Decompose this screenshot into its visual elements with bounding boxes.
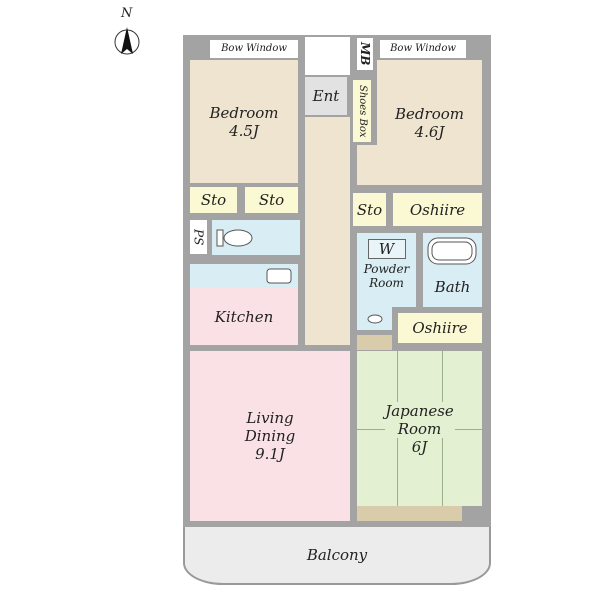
hallway (305, 117, 350, 345)
storage-1: Sto (190, 187, 237, 213)
powder-room-label: Powder Room (363, 262, 410, 291)
bow-window-left: Bow Window (210, 40, 298, 58)
kitchen: Kitchen (190, 288, 298, 345)
north-label: N (121, 6, 133, 21)
toilet-icon (216, 229, 253, 246)
pipe-space: PS (190, 220, 207, 254)
north-arrow-icon (114, 27, 140, 55)
bedroom-4-5j-size: 4.5J (229, 121, 259, 140)
washbasin-icon (367, 314, 382, 323)
living-dining-name: Living Dining (244, 409, 296, 445)
meter-box: MB (357, 38, 373, 70)
sink-icon (266, 268, 292, 284)
living-dining-size: 9.1J (255, 445, 285, 463)
bow-window-right: Bow Window (380, 40, 466, 58)
oshiire-1: Oshiire (393, 193, 482, 226)
balcony: Balcony (183, 527, 491, 585)
toilet (212, 220, 300, 255)
bedroom-4-6j-name: Bedroom (395, 104, 464, 123)
entrance-door[interactable] (305, 37, 350, 75)
powder-room: W Powder Room (357, 233, 416, 307)
shoes-box: Shoes Box (353, 80, 371, 142)
bath-label: Bath (434, 278, 471, 296)
bedroom-4-6j-door-area (357, 145, 379, 185)
bedroom-4-5j-name: Bedroom (209, 103, 279, 122)
japanese-room-name: Japanese Room (384, 401, 455, 438)
kitchen-counter (190, 264, 298, 288)
bathtub-icon (427, 237, 477, 265)
storage-2: Sto (245, 187, 298, 213)
bath: Bath (423, 233, 482, 307)
washbasin (357, 307, 392, 330)
balcony-label: Balcony (306, 546, 368, 564)
tokonoma (357, 335, 392, 350)
japanese-room-size: 6J (411, 437, 428, 456)
entrance: Ent (305, 77, 347, 115)
storage-3: Sto (353, 193, 386, 226)
washer-label: W (367, 239, 406, 259)
oshiire-2: Oshiire (398, 313, 482, 343)
compass: N (112, 6, 142, 58)
engawa (357, 506, 462, 521)
bedroom-4-6j-size: 4.6J (414, 122, 445, 141)
